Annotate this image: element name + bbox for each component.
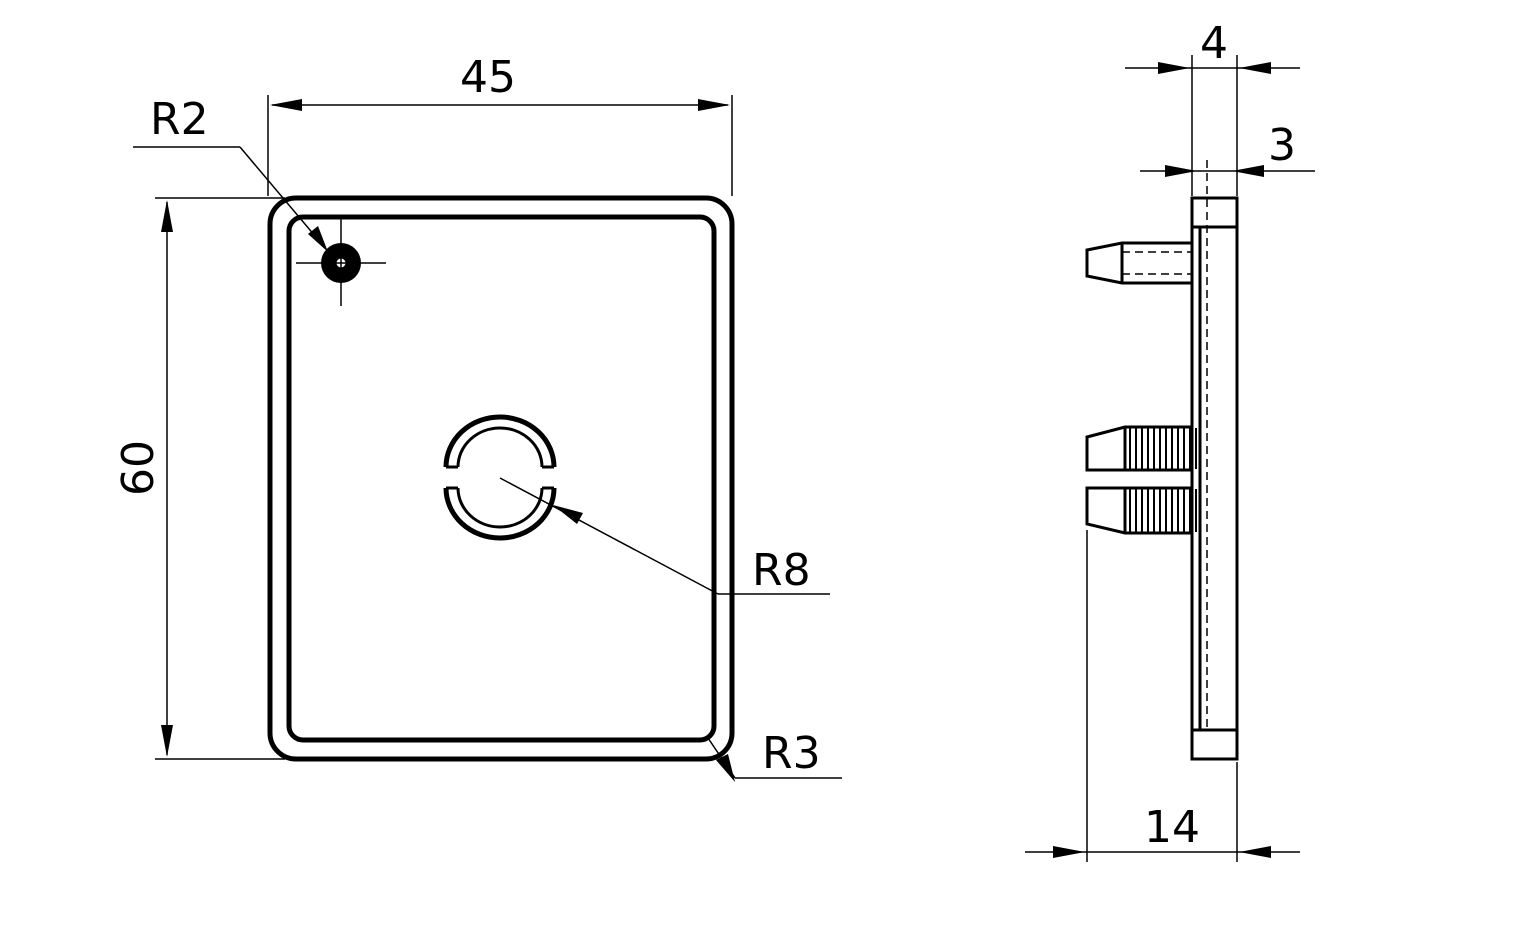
front-view: 45 60 R2 R8 R3	[113, 52, 842, 782]
top-pin	[1085, 241, 1194, 285]
r2-label: R2	[150, 94, 209, 145]
plate-outline	[267, 195, 735, 762]
width-dimension: 45	[267, 52, 733, 196]
r8-leader: R8	[499, 477, 830, 596]
r3-label: R3	[762, 728, 821, 779]
plate-inner-rim	[286, 214, 717, 743]
corner-hole	[296, 218, 386, 306]
dim-4: 4	[1125, 18, 1300, 196]
center-hole	[443, 414, 557, 541]
dim-4-text: 4	[1200, 18, 1228, 69]
r8-label: R8	[752, 545, 811, 596]
height-dimension: 60	[113, 197, 285, 760]
dim-3: 3	[1140, 120, 1315, 177]
side-view: 4 3 14	[1025, 18, 1315, 862]
clip-prong-upper	[1085, 425, 1197, 472]
width-dim-text: 45	[460, 52, 516, 103]
dim-3-text: 3	[1268, 120, 1296, 171]
r3-leader: R3	[707, 728, 842, 782]
dim-14: 14	[1025, 530, 1300, 862]
dim-14-text: 14	[1144, 802, 1200, 853]
side-plate	[1190, 196, 1239, 761]
r2-leader: R2	[133, 94, 328, 252]
height-dim-text: 60	[113, 440, 164, 496]
clip-prong-lower	[1085, 486, 1197, 535]
